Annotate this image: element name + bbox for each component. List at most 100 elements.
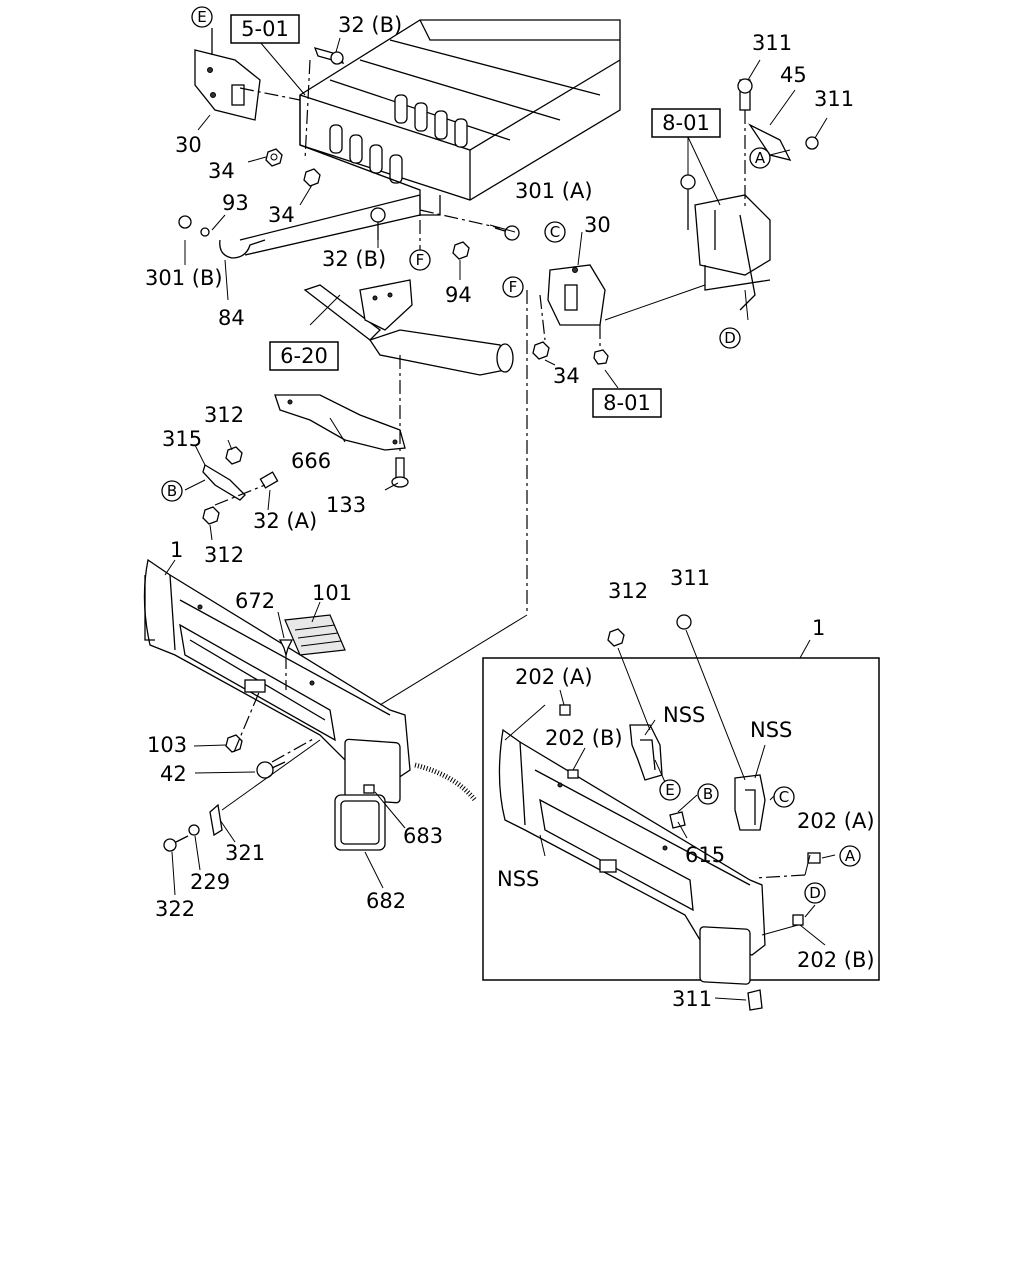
ref-box-5-01[interactable]: 5-01 [230,14,300,44]
marker-d-top: D [719,327,741,349]
lamp-bezel-682 [334,794,386,851]
label-34-b: 34 [268,203,295,227]
label-682: 682 [366,889,406,913]
label-311-right: 311 [814,87,854,111]
leader-lines [164,28,836,1001]
svg-text:F: F [509,278,518,296]
ref-box-8-01-bottom[interactable]: 8-01 [592,388,662,418]
label-229: 229 [190,870,230,894]
svg-text:D: D [724,329,736,347]
label-nss-3: NSS [497,867,539,891]
bracket-45 [680,78,819,311]
bracket-321 [209,803,223,837]
svg-text:E: E [197,8,206,26]
label-84: 84 [218,306,245,330]
nut-34-c [532,341,550,360]
marker-a-top: A [749,147,771,169]
nut-34-b [303,168,321,187]
marker-a-inset: A [839,845,861,867]
clip-672 [278,639,294,658]
bracket-30-right [547,264,606,326]
washer-229 [188,824,200,836]
label-103: 103 [147,733,187,757]
label-301a: 301 (A) [515,179,593,203]
svg-text:C: C [779,788,789,806]
svg-text:5-01: 5-01 [241,17,289,41]
marker-e-inset: E [659,779,681,801]
bolt-32b-top [313,47,345,65]
front-grille-1 [143,558,411,804]
label-34-c: 34 [553,364,580,388]
label-93: 93 [222,191,249,215]
label-202b-1: 202 (B) [545,726,623,750]
bolt-133 [391,457,409,488]
label-94: 94 [445,283,472,307]
label-101: 101 [312,581,352,605]
plate-666 [274,394,406,451]
bolt-42 [256,761,286,779]
label-202a-1: 202 (A) [515,665,593,689]
label-1-inset: 1 [812,616,825,640]
label-672: 672 [235,589,275,613]
detail-arrow [414,762,477,802]
label-312-top: 312 [204,403,244,427]
bolt-301a [494,225,520,241]
label-133: 133 [326,493,366,517]
marker-b-left: B [161,480,183,502]
bolt-32b-mid [370,207,386,240]
svg-text:8-01: 8-01 [662,111,710,135]
label-45: 45 [780,63,807,87]
part-labels: 32 (B) 30 34 34 93 301 (B) 84 32 (B) 94 … [145,13,875,1011]
label-321: 321 [225,841,265,865]
marker-b-inset: B [697,783,719,805]
bracket-315 [202,446,279,525]
label-nss-1: NSS [663,703,705,727]
svg-text:B: B [167,482,177,500]
svg-text:B: B [703,785,713,803]
label-312-bottom: 312 [204,543,244,567]
tow-hook-84 [178,194,421,259]
washer-8-01 [593,349,609,365]
svg-text:A: A [845,847,856,865]
marker-f-mid: F [409,249,431,271]
label-202a-2: 202 (A) [797,809,875,833]
nut-103 [225,734,243,753]
label-32b-mid: 32 (B) [322,247,386,271]
label-683: 683 [403,824,443,848]
svg-text:8-01: 8-01 [603,391,651,415]
svg-text:E: E [665,781,674,799]
label-32b-top: 32 (B) [338,13,402,37]
ref-box-8-01-top[interactable]: 8-01 [651,108,721,138]
label-312-inset: 312 [608,579,648,603]
label-322: 322 [155,897,195,921]
bolt-322 [163,835,189,852]
nut-34-a [265,148,283,167]
label-311-bottom: 311 [672,987,712,1011]
marker-d-inset: D [804,882,826,904]
clip-683 [363,784,375,794]
label-nss-2: NSS [750,718,792,742]
label-315: 315 [162,427,202,451]
svg-text:6-20: 6-20 [280,344,328,368]
label-311-top: 311 [752,31,792,55]
label-30-right: 30 [584,213,611,237]
ref-box-6-20[interactable]: 6-20 [269,341,339,371]
label-34-a: 34 [208,159,235,183]
label-32a: 32 (A) [253,509,317,533]
label-42: 42 [160,762,187,786]
label-615: 615 [685,843,725,867]
svg-text:A: A [755,149,766,167]
label-202b-2: 202 (B) [797,948,875,972]
svg-text:F: F [416,251,425,269]
marker-c-inset: C [773,786,795,808]
nut-94 [452,241,470,260]
label-666: 666 [291,449,331,473]
marker-c-top: C [544,221,566,243]
marker-f-right: F [502,276,524,298]
inset-detail [482,614,880,1011]
bracket-6-20 [303,279,514,376]
label-30-left: 30 [175,133,202,157]
label-301b: 301 (B) [145,266,223,290]
